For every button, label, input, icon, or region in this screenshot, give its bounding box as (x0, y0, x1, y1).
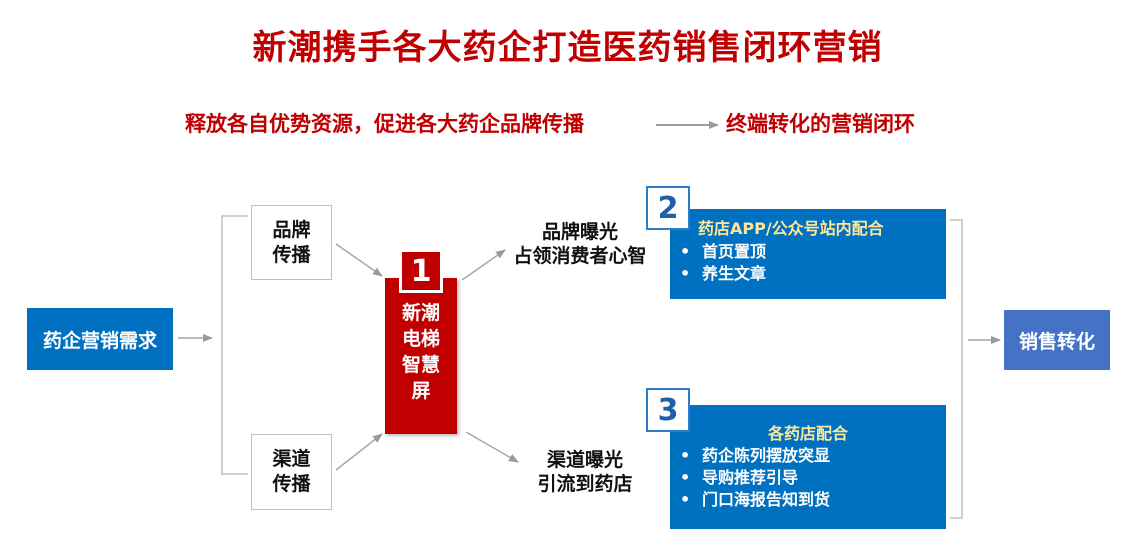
center-line-3: 智慧 (401, 354, 440, 376)
list-item: •首页置顶 (680, 242, 767, 261)
start-box: 药企营销需求 (27, 308, 173, 370)
panel-pharmacy-list: •药企陈列摆放突显 •导购推荐引导 •门口海报告知到货 (680, 445, 946, 511)
panel-pharmacy-badge: 3 (646, 388, 690, 432)
brand-box-line2: 传播 (272, 243, 311, 266)
brand-exposure-line2: 占领消费者心智 (513, 245, 647, 267)
panel-pharmacy: 各药店配合 •药企陈列摆放突显 •导购推荐引导 •门口海报告知到货 (670, 405, 946, 529)
channel-exposure: 渠道曝光 引流到药店 (520, 448, 650, 496)
list-item: •药企陈列摆放突显 (680, 446, 831, 465)
subtitle-left: 释放各自优势资源，促进各大药企品牌传播 (185, 112, 584, 136)
panel-pharmacy-title: 各药店配合 (767, 424, 848, 443)
left-bracket (221, 215, 248, 475)
arrow-center-to-channel-exposure (465, 431, 519, 463)
panel-app-badge: 2 (646, 186, 690, 230)
center-box: 新潮 电梯 智慧 屏 (385, 278, 457, 434)
page-title: 新潮携手各大药企打造医药销售闭环营销 (252, 28, 883, 68)
brand-exposure: 品牌曝光 占领消费者心智 (505, 220, 655, 268)
arrow-center-to-brand-exposure (461, 249, 506, 281)
arrow-brand-to-center (335, 243, 383, 277)
channel-box-line1: 渠道 (272, 448, 311, 470)
channel-box: 渠道 传播 (251, 434, 332, 510)
panel-app: 药店APP/公众号站内配合 •首页置顶 •养生文章 (670, 209, 946, 299)
panel-app-list: •首页置顶 •养生文章 (680, 241, 946, 285)
list-item: •导购推荐引导 (680, 468, 799, 487)
panel-app-title: 药店APP/公众号站内配合 (698, 219, 884, 238)
channel-exposure-line2: 引流到药店 (537, 473, 633, 495)
channel-box-line2: 传播 (272, 473, 311, 495)
center-line-1: 新潮 (401, 302, 440, 324)
center-badge: 1 (399, 249, 443, 293)
right-bracket (950, 219, 963, 519)
arrow-channel-to-center (335, 433, 383, 471)
end-box: 销售转化 (1004, 310, 1110, 370)
brand-box: 品牌 传播 (251, 205, 332, 280)
center-line-2: 电梯 (401, 328, 440, 350)
list-item: •门口海报告知到货 (680, 490, 831, 509)
subtitle-right: 终端转化的营销闭环 (726, 112, 915, 136)
center-line-4: 屏 (411, 380, 431, 402)
brand-exposure-line1: 品牌曝光 (541, 221, 618, 243)
list-item: •养生文章 (680, 264, 767, 283)
brand-box-line1: 品牌 (272, 218, 311, 241)
channel-exposure-line1: 渠道曝光 (546, 449, 623, 471)
